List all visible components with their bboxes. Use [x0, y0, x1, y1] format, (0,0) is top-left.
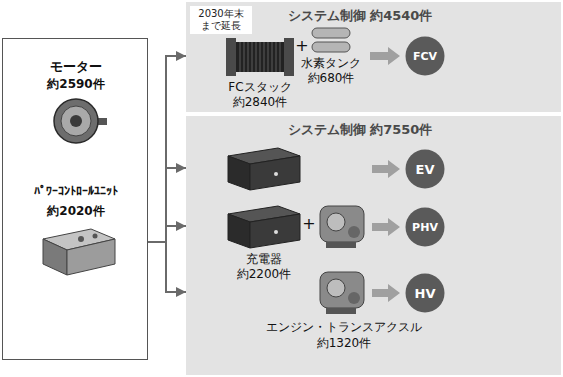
part-name: 水素タンク: [301, 56, 361, 70]
drawing-polygon: [228, 214, 250, 248]
motor-picture: [54, 99, 107, 143]
drawing-rect: [226, 38, 236, 76]
connector-arrow: [148, 56, 186, 242]
vehicle-circle: EV: [405, 149, 445, 189]
drawing-rect: [312, 28, 350, 38]
circle-fill: [406, 37, 445, 76]
circle-fill: [406, 150, 445, 189]
drawing-circle: [78, 236, 84, 242]
pcu-picture: [43, 229, 115, 275]
drawing-rect: [236, 42, 284, 72]
drawing-circle: [348, 226, 360, 238]
note-text: 2030年末 まで延長: [193, 8, 249, 32]
vehicle-type: PHV: [412, 221, 438, 234]
drawing-polygon: [43, 239, 67, 275]
drawing-polygon: [250, 214, 300, 248]
engine-picture: [320, 272, 364, 314]
system-band: システム制御 約4540件 2030年末 まで延長 FCV FCスタック約2840件 +…: [186, 2, 561, 112]
part-name: エンジン・トランスアクスル: [266, 320, 422, 334]
drawing-circle: [327, 279, 345, 297]
patent-count: 約680件: [308, 71, 355, 85]
drawing-circle: [70, 115, 82, 127]
flow-arrow: [372, 160, 400, 178]
connector-arrow: [148, 242, 186, 292]
drawing-circle: [54, 99, 98, 143]
vehicle-circle: PHV: [405, 207, 445, 247]
drawing-polygon: [67, 239, 115, 275]
plus-sign: +: [295, 36, 308, 55]
circle-fill: [406, 208, 445, 247]
drawing-circle: [61, 106, 91, 136]
patent-count: 約2590件: [47, 77, 104, 91]
part-name: FCスタック: [228, 80, 291, 94]
vehicle-type: FCV: [413, 50, 437, 63]
drawing-rect: [320, 272, 364, 308]
drawing-circle: [274, 172, 278, 176]
component-box: モーター約2590件 ﾊﾟﾜｰｺﾝﾄﾛｰﾙﾕﾆｯﾄ 約2020件: [2, 38, 148, 360]
circle-fill: [406, 274, 445, 313]
patent-count: 約2020件: [47, 204, 104, 218]
flow-arrow: [372, 218, 400, 236]
drawing-rect: [326, 242, 356, 248]
flow-arrow: [372, 284, 400, 302]
part-name: ﾊﾟﾜｰｺﾝﾄﾛｰﾙﾕﾆｯﾄ: [34, 184, 118, 198]
drawing-circle: [274, 230, 278, 234]
drawing-rect: [312, 42, 350, 52]
drawing-rect: [326, 308, 356, 314]
drawing-path: [240, 42, 280, 72]
connector-arrow: [148, 226, 186, 242]
component-illustration: [186, 116, 561, 375]
engine-picture: [320, 206, 364, 248]
patent-count: 約1320件: [317, 336, 372, 350]
vehicle-type: EV: [416, 162, 435, 177]
vehicle-circle: FCV: [405, 36, 445, 76]
part-name: モーター: [50, 59, 102, 75]
patent-count: 約2840件: [233, 95, 288, 109]
band-heading: システム制御 約7550件: [288, 122, 433, 138]
charger-picture: [228, 206, 300, 248]
charger-picture: [228, 148, 300, 190]
drawing-polygon: [228, 156, 250, 190]
part-name: 充電器: [246, 252, 282, 266]
drawing-circle: [93, 234, 98, 239]
patent-count: 約2200件: [237, 267, 292, 281]
connector-arrow: [148, 168, 186, 242]
band-heading: システム制御 約4540件: [288, 8, 433, 24]
hydrogen-tank-picture: [312, 28, 350, 52]
drawing-polygon: [250, 156, 300, 190]
flow-arrow: [370, 47, 400, 65]
drawing-rect: [320, 206, 364, 242]
drawing-rect: [284, 38, 294, 76]
vehicle-circle: HV: [405, 273, 445, 313]
drawing-circle: [327, 213, 345, 231]
note-box: 2030年末 まで延長: [190, 6, 252, 34]
vehicle-type: HV: [415, 286, 436, 301]
fc-stack-picture: [226, 38, 294, 76]
plus-sign: +: [302, 214, 315, 233]
drawing-circle: [348, 292, 360, 304]
system-band: システム制御 約7550件 EV PHV HV 充電器約2200件 + エンジン・トランスア…: [186, 116, 561, 375]
